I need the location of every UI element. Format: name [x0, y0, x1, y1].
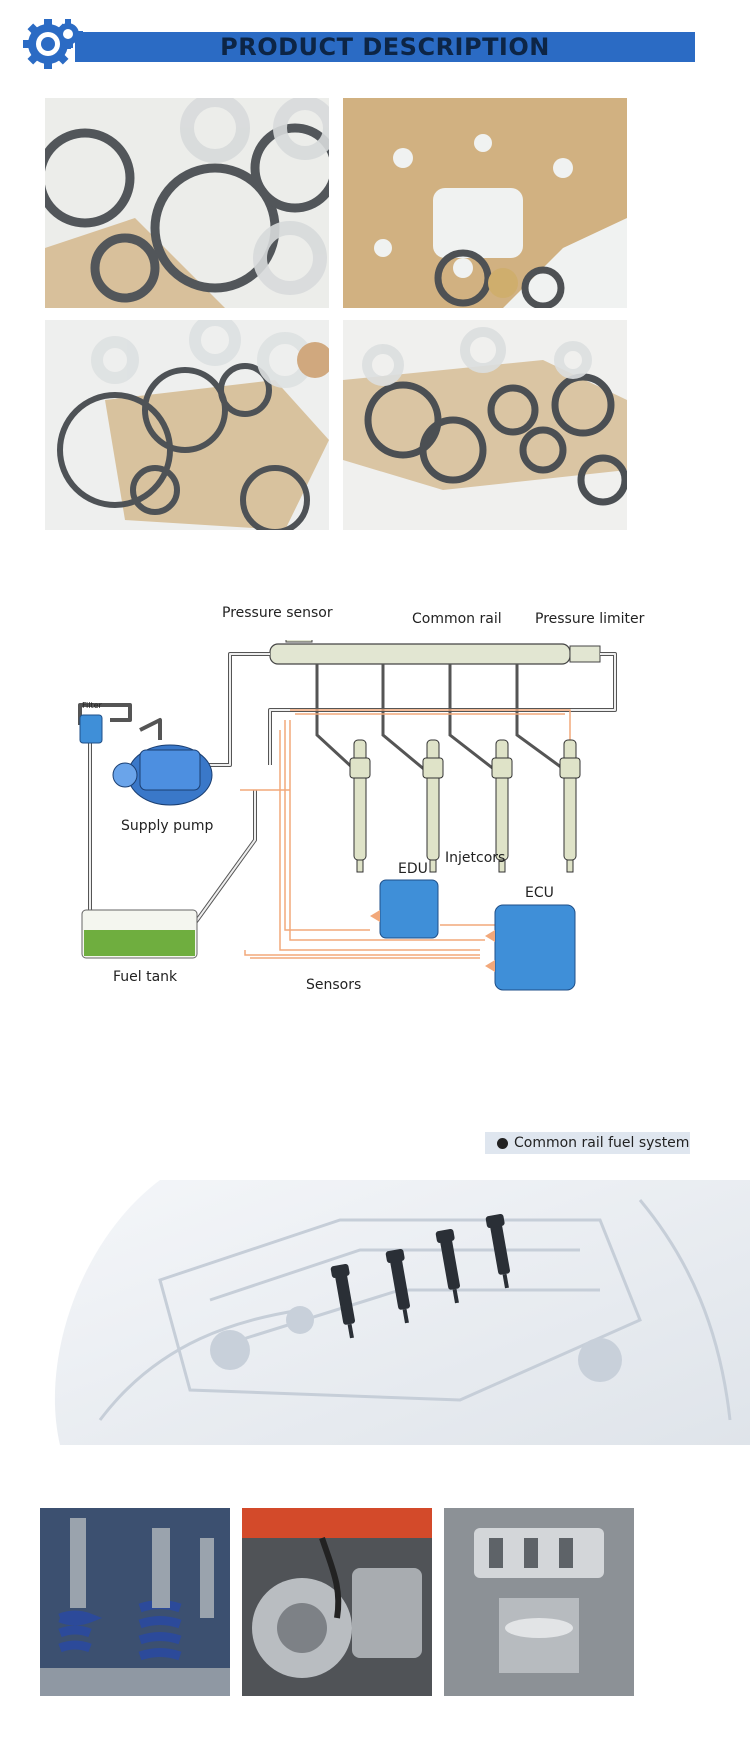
common-rail-diagram: Pressure sensor Common rail Pressure lim…	[40, 605, 720, 1150]
label-pressure-limiter: Pressure limiter	[535, 611, 645, 627]
bullet-icon	[497, 1137, 508, 1149]
label-common-rail: Common rail	[412, 611, 502, 627]
engine-with-injectors-illustration	[40, 1180, 750, 1445]
label-ecu: ECU	[525, 885, 554, 901]
page-title: PRODUCT DESCRIPTION	[220, 33, 550, 61]
header-banner: PRODUCT DESCRIPTION	[75, 32, 695, 62]
label-injectors: Injetcors	[445, 850, 506, 866]
oring-kit-photo-1	[45, 98, 329, 308]
fuel-pump-photo	[242, 1508, 432, 1696]
label-filter: Filter	[82, 701, 102, 710]
gear-cogs-icon	[22, 18, 86, 70]
label-pressure-sensor: Pressure sensor	[222, 605, 333, 621]
valve-springs-photo	[40, 1508, 230, 1696]
label-edu: EDU	[398, 861, 428, 877]
diagram-caption: Common rail fuel system	[485, 1132, 690, 1154]
label-fuel-tank: Fuel tank	[113, 969, 178, 985]
gasket-kit-photo-2	[343, 98, 627, 308]
oring-kit-photo-3	[45, 320, 329, 530]
caption-text: Common rail fuel system	[514, 1135, 690, 1151]
label-sensors: Sensors	[306, 977, 362, 993]
oring-kit-photo-4	[343, 320, 627, 530]
engine-cutaway-photo	[444, 1508, 634, 1696]
label-supply-pump: Supply pump	[121, 818, 214, 834]
